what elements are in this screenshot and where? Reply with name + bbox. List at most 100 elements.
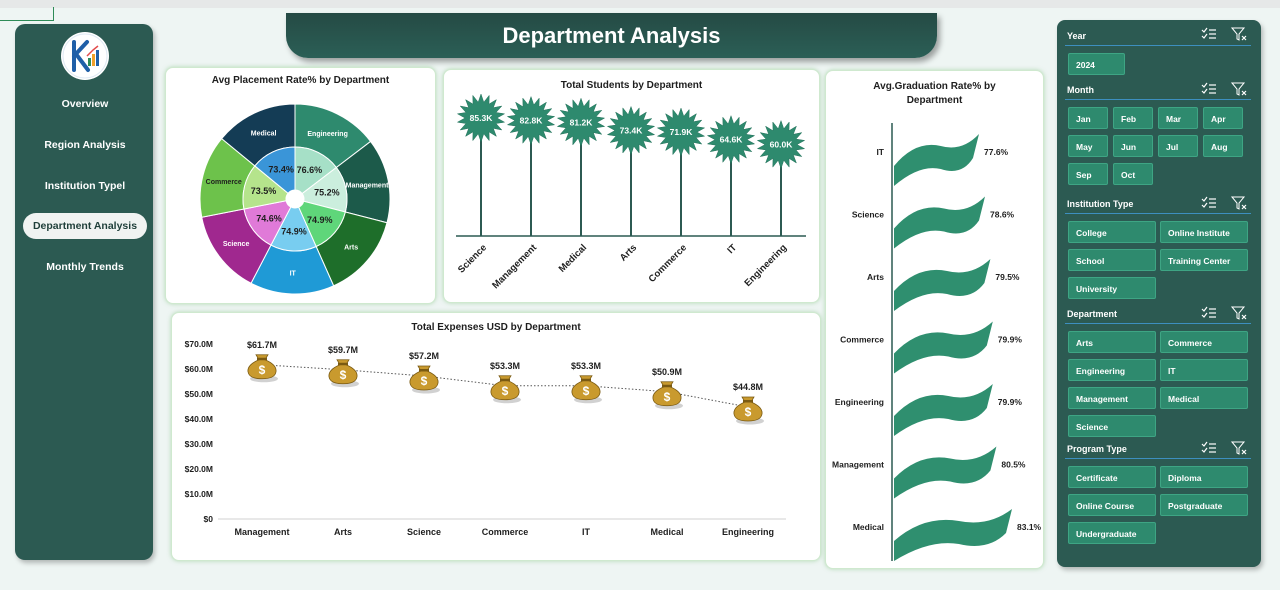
moneybag-tie — [662, 384, 672, 388]
graduation-value-arts: 79.5% — [995, 272, 1020, 282]
moneybag-tie — [500, 378, 510, 382]
month-multiselect-icon[interactable] — [1201, 82, 1217, 96]
expenses-ytick-1: $10.0M — [185, 489, 213, 499]
expenses-ytick-3: $30.0M — [185, 439, 213, 449]
program_type-slicer-item[interactable]: Online Course — [1068, 494, 1156, 516]
selected-cell-indicator[interactable] — [0, 7, 54, 21]
expenses-chart-title: Total Expenses USD by Department — [411, 322, 581, 333]
program_type-slicer-title: Program Type — [1067, 444, 1127, 454]
students-burst-management — [506, 95, 556, 146]
year-clear-filter-icon[interactable] — [1230, 27, 1247, 41]
expenses-moneybag-medical: $ — [652, 381, 683, 410]
graduation-flag-it — [894, 134, 979, 186]
program_type-clear-filter-icon[interactable] — [1230, 441, 1247, 455]
graduation-value-medical: 83.1% — [1017, 522, 1042, 532]
students-burst-arts — [606, 105, 656, 156]
expenses-moneybag-management: $ — [247, 354, 278, 383]
placement-rate-card: Avg Placement Rate% by Department Engine… — [165, 67, 436, 304]
department-slicer-item[interactable]: Commerce — [1160, 331, 1248, 353]
moneybag-tie — [743, 400, 753, 403]
department-slicer-item[interactable]: IT — [1160, 359, 1248, 381]
expenses-cat-it: IT — [582, 527, 591, 537]
graduation-value-science: 78.6% — [990, 210, 1015, 220]
expenses-cat-commerce: Commerce — [482, 527, 529, 537]
month-slicer-item[interactable]: Apr — [1203, 107, 1243, 129]
month-slicer-item[interactable]: Jul — [1158, 135, 1198, 157]
program_type-slicer-item[interactable]: Undergraduate — [1068, 522, 1156, 544]
month-slicer-item[interactable]: Mar — [1158, 107, 1198, 129]
month-slicer-item[interactable]: May — [1068, 135, 1108, 157]
placement-rate-chart: Engineering76.6%Management75.2%Arts74.9%… — [199, 103, 391, 295]
slice-value-commerce: 73.5% — [251, 186, 277, 196]
year-slicer-item[interactable]: 2024 — [1068, 53, 1125, 75]
department-slicer-item[interactable]: Management — [1068, 387, 1156, 409]
nav-monthly-trends[interactable]: Monthly Trends — [46, 261, 124, 273]
expenses-cat-engineering: Engineering — [722, 527, 774, 537]
moneybag-tie — [257, 357, 267, 361]
program_type-slicer-item[interactable]: Diploma — [1160, 466, 1248, 488]
sidebar-nav: Overview Region Analysis Institution Typ… — [15, 24, 153, 560]
nav-region-analysis[interactable]: Region Analysis — [44, 139, 126, 151]
nav-institution-type[interactable]: Institution Typel — [44, 180, 126, 192]
month-slicer-item[interactable]: Jan — [1068, 107, 1108, 129]
department-slicer-item[interactable]: Science — [1068, 415, 1156, 437]
expenses-cat-medical: Medical — [650, 527, 683, 537]
institution_type-slicer-item[interactable]: University — [1068, 277, 1156, 299]
institution_type-slicer-divider — [1065, 213, 1251, 214]
month-slicer-item[interactable]: Oct — [1113, 163, 1153, 185]
slice-value-arts: 74.9% — [307, 215, 333, 225]
department-slicer-item[interactable]: Engineering — [1068, 359, 1156, 381]
year-multiselect-icon[interactable] — [1201, 27, 1217, 41]
year-slicer-divider — [1065, 45, 1251, 46]
nav-department-analysis[interactable]: Department Analysis — [23, 213, 147, 239]
expenses-ytick-4: $40.0M — [185, 414, 213, 424]
expenses-cat-management: Management — [234, 527, 289, 537]
slice-label-management: Management — [346, 182, 389, 189]
department-slicer-item[interactable]: Arts — [1068, 331, 1156, 353]
month-slicer-item[interactable]: Sep — [1068, 163, 1108, 185]
graduation-cat-commerce: Commerce — [840, 335, 884, 345]
students-cat-management: Management — [490, 242, 539, 291]
expenses-cat-arts: Arts — [334, 527, 352, 537]
department-slicer-item[interactable]: Medical — [1160, 387, 1248, 409]
slice-value-management: 75.2% — [314, 188, 340, 198]
program_type-slicer-item[interactable]: Certificate — [1068, 466, 1156, 488]
students-value-it: 64.6K — [720, 135, 744, 145]
expenses-value-engineering: $44.8M — [733, 382, 763, 392]
nav-overview[interactable]: Overview — [61, 98, 109, 110]
department-multiselect-icon[interactable] — [1201, 306, 1217, 320]
moneybag-tie — [419, 369, 429, 372]
institution_type-slicer-item[interactable]: College — [1068, 221, 1156, 243]
month-clear-filter-icon[interactable] — [1230, 82, 1247, 96]
institution_type-slicer-item[interactable]: Training Center — [1160, 249, 1248, 271]
graduation-flag-management — [894, 446, 997, 499]
title-banner: Department Analysis — [286, 13, 937, 58]
expenses-cat-science: Science — [407, 527, 441, 537]
students-cat-medical: Medical — [557, 242, 589, 274]
month-slicer-item[interactable]: Jun — [1113, 135, 1153, 157]
program_type-slicer-item[interactable]: Postgraduate — [1160, 494, 1248, 516]
moneybag-symbol: $ — [421, 374, 428, 388]
graduation-cat-arts: Arts — [867, 272, 884, 282]
institution_type-slicer-item[interactable]: Online Institute — [1160, 221, 1248, 243]
expenses-ytick-0: $0 — [204, 514, 214, 524]
program_type-multiselect-icon[interactable] — [1201, 441, 1217, 455]
students-cat-engineering: Engineering — [743, 242, 790, 289]
slice-value-science: 74.6% — [256, 213, 282, 223]
students-value-medical: 81.2K — [570, 117, 594, 127]
department-clear-filter-icon[interactable] — [1230, 306, 1247, 320]
expenses-ytick-7: $70.0M — [185, 339, 213, 349]
institution_type-clear-filter-icon[interactable] — [1230, 196, 1247, 210]
month-slicer-item[interactable]: Aug — [1203, 135, 1243, 157]
institution_type-multiselect-icon[interactable] — [1201, 196, 1217, 210]
graduation-cat-it: IT — [876, 147, 884, 157]
month-slicer-item[interactable]: Feb — [1113, 107, 1153, 129]
department-slicer-title: Department — [1067, 309, 1118, 319]
graduation-value-it: 77.6% — [984, 147, 1009, 157]
moneybag-body — [652, 381, 682, 407]
graduation-cat-management: Management — [832, 460, 884, 470]
students-cat-arts: Arts — [618, 242, 639, 263]
institution_type-slicer-item[interactable]: School — [1068, 249, 1156, 271]
